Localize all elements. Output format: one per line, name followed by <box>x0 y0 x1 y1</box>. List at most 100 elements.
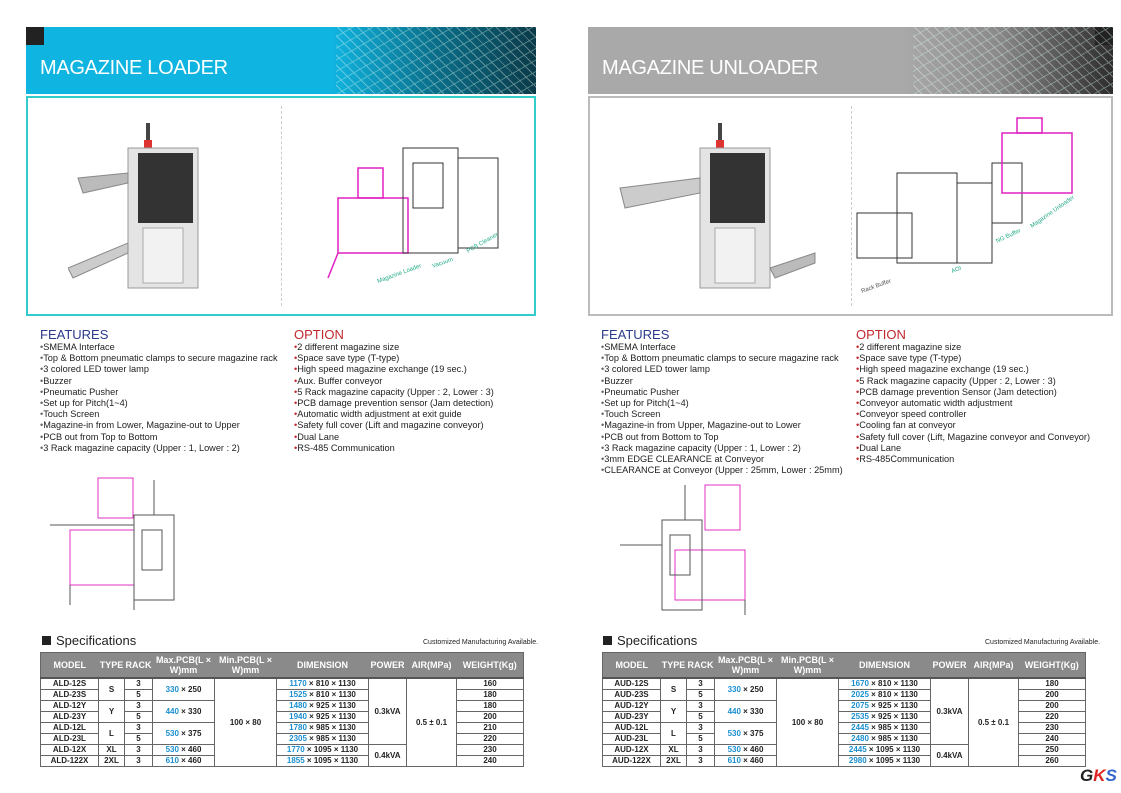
feature-item: Buzzer <box>40 376 278 387</box>
option-item: Space save type (T-type) <box>856 353 1090 364</box>
column-header: AIR(MPa) <box>406 652 457 679</box>
option-item: High speed magazine exchange (19 sec.) <box>294 364 494 375</box>
unloader-product-images: Rack Buffer AOI NG Buffer Magazine Unloa… <box>588 96 1113 316</box>
model-cell: ALD-23L <box>40 732 99 745</box>
feature-item: Top & Bottom pneumatic clamps to secure … <box>40 353 277 364</box>
option-item: PCB damage prevention sensor (Jam detect… <box>294 398 494 409</box>
model-cell: AUD-12Y <box>602 699 661 712</box>
option-item: Dual Lane <box>856 443 1090 454</box>
loader-options: OPTION2 different magazine sizeSpace sav… <box>294 328 494 454</box>
min-pcb-cell: 100 × 80 <box>776 677 839 767</box>
dimension-cell: 1170 × 810 × 1130 <box>276 677 369 690</box>
rack-cell: 5 <box>124 688 153 701</box>
option-item: 5 Rack magazine capacity (Upper : 2, Low… <box>856 376 1090 387</box>
model-cell: AUD-12L <box>602 721 661 734</box>
weight-cell: 260 <box>1018 754 1086 767</box>
option-item: 2 different magazine size <box>856 342 1090 353</box>
feature-item: SMEMA Interface <box>40 342 278 353</box>
column-header: DIMENSION <box>276 652 369 679</box>
feature-item: Set up for Pitch(1~4) <box>40 398 278 409</box>
weight-cell: 220 <box>456 732 524 745</box>
unloader-custom-note: Customized Manufacturing Available. <box>985 639 1101 646</box>
feature-item: Top & Bottom pneumatic clamps to secure … <box>601 353 843 364</box>
type-cell: Y <box>660 699 687 723</box>
feature-item: CLEARANCE at Conveyor (Upper : 25mm, Low… <box>601 465 842 476</box>
weight-cell: 200 <box>456 710 524 723</box>
rack-cell: 3 <box>124 754 153 767</box>
dimension-length: 2305 <box>289 734 307 743</box>
column-header: DIMENSION <box>838 652 931 679</box>
feature-item: Pneumatic Pusher <box>40 387 278 398</box>
rack-cell: 5 <box>686 688 715 701</box>
rack-cell: 5 <box>124 732 153 745</box>
model-cell: AUD-23Y <box>602 710 661 723</box>
column-header: TYPE <box>98 652 125 679</box>
feature-item: Set up for Pitch(1~4) <box>601 398 843 409</box>
loader-machine-photo <box>68 123 199 289</box>
option-item: Safety full cover (Lift, Magazine convey… <box>856 432 1090 443</box>
dimension-length: 1170 <box>289 679 307 689</box>
option-item: Space save type (T-type) <box>294 353 494 364</box>
feature-item: 3 colored LED tower lamp <box>601 364 843 375</box>
option-item: 2 different magazine size <box>294 342 494 353</box>
dimension-length: 2445 <box>848 745 867 754</box>
magazine-unloader-panel: MAGAZINE UNLOADER Rack Buffer AOI NG Buf… <box>588 27 1113 475</box>
feature-item: Touch Screen <box>40 409 278 420</box>
label-magazine-loader: Magazine Loader <box>377 263 423 284</box>
option-item: Aux. Buffer conveyor <box>294 376 494 387</box>
feature-item: SMEMA Interface <box>601 342 843 353</box>
option-item: High speed magazine exchange (19 sec.) <box>856 364 1090 375</box>
features-heading: FEATURES <box>601 327 670 342</box>
dimension-length: 2445 <box>851 723 869 732</box>
option-item: Automatic width adjustment at exit guide <box>294 409 494 420</box>
type-cell: XL <box>660 743 687 756</box>
max-pcb-cell: 330 × 250 <box>714 677 777 701</box>
dimension-cell: 1780 × 985 × 1130 <box>276 721 369 734</box>
air-cell: 0.5 ± 0.1 <box>406 677 457 767</box>
label-magazine-unloader: Magazine Unloader <box>1030 195 1076 230</box>
model-cell: AUD-122X <box>602 754 661 767</box>
power-cell: 0.3kVA <box>930 677 969 745</box>
column-header: POWER <box>368 652 407 679</box>
loader-spec-title: Specifications <box>42 633 136 648</box>
type-cell: Y <box>98 699 125 723</box>
option-item: Dual Lane <box>294 432 494 443</box>
rack-cell: 5 <box>124 710 153 723</box>
power-cell: 0.4kVA <box>930 743 969 767</box>
model-cell: ALD-23Y <box>40 710 99 723</box>
model-cell: AUD-12S <box>602 677 661 690</box>
column-header: Max.PCB(L × W)mm <box>152 652 215 679</box>
weight-cell: 230 <box>456 743 524 756</box>
column-header: WEIGHT(Kg) <box>1018 652 1086 679</box>
weight-cell: 240 <box>1018 732 1086 745</box>
power-cell: 0.3kVA <box>368 677 407 745</box>
max-pcb-length: 440 <box>727 706 741 716</box>
dimension-length: 1940 <box>289 712 307 721</box>
min-pcb-cell: 100 × 80 <box>214 677 277 767</box>
dimension-length: 1770 <box>286 745 305 754</box>
label-rack-buffer: Rack Buffer <box>861 279 892 295</box>
max-pcb-length: 330 <box>727 684 741 694</box>
dimension-cell: 2535 × 925 × 1130 <box>838 710 931 723</box>
model-cell: ALD-12Y <box>40 699 99 712</box>
max-pcb-cell: 440 × 330 <box>714 699 777 723</box>
dimension-cell: 1670 × 810 × 1130 <box>838 677 931 690</box>
option-item: Safety full cover (Lift and magazine con… <box>294 420 494 431</box>
dimension-cell: 2445 × 1095 × 1130 <box>838 743 931 756</box>
weight-cell: 160 <box>456 677 524 690</box>
rack-cell: 3 <box>686 721 715 734</box>
type-cell: 2XL <box>660 754 687 767</box>
column-header: RACK <box>686 652 715 679</box>
rack-cell: 3 <box>124 743 153 756</box>
type-cell: XL <box>98 743 125 756</box>
option-heading: OPTION <box>856 327 906 342</box>
dimension-cell: 1940 × 925 × 1130 <box>276 710 369 723</box>
dimension-length: 2025 <box>851 690 869 699</box>
